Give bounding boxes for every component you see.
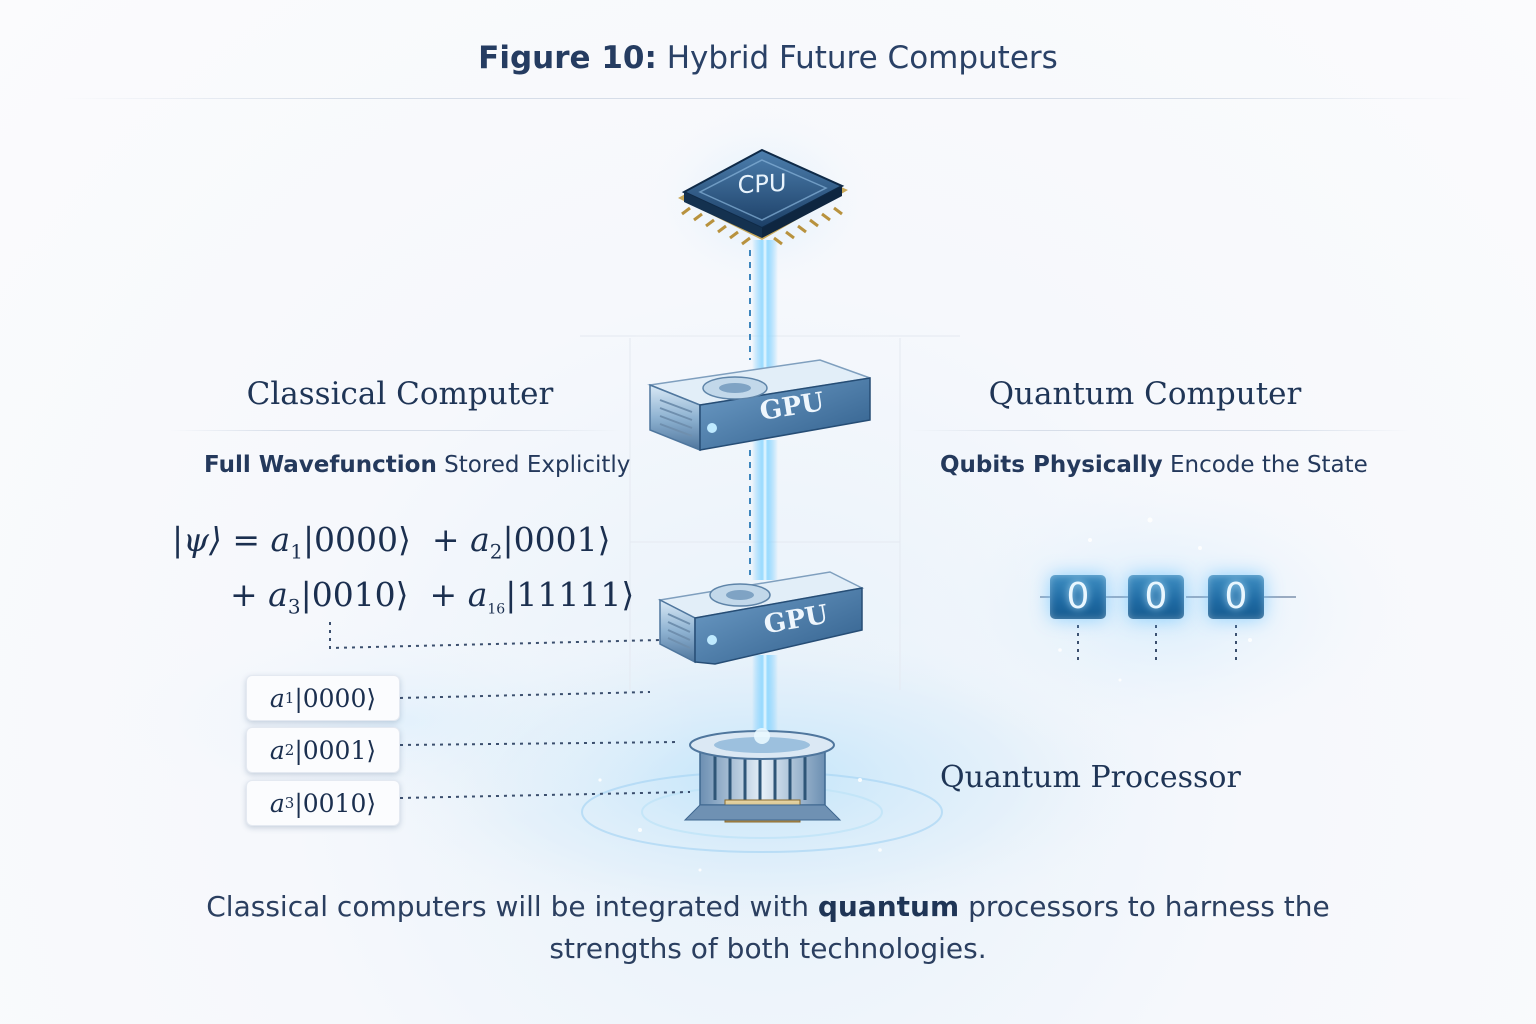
coef-symbol: a bbox=[467, 575, 488, 614]
qubit: 0 bbox=[1208, 575, 1264, 619]
coef-sub: 1 bbox=[284, 689, 295, 707]
classical-subtitle-bold: Full Wavefunction bbox=[204, 452, 437, 478]
coef-symbol: a bbox=[269, 683, 285, 713]
caption-part-2: processors to harness the bbox=[959, 890, 1330, 923]
figure-title-text: Hybrid Future Computers bbox=[666, 40, 1058, 76]
classical-subtitle: Full Wavefunction Stored Explicitly bbox=[204, 452, 630, 478]
quantum-heading: Quantum Computer bbox=[988, 376, 1302, 412]
caption-bold: quantum bbox=[817, 890, 960, 923]
plus-sign: + bbox=[431, 520, 460, 559]
coef-sub: 2 bbox=[489, 539, 503, 564]
coef-sub: 16 bbox=[487, 601, 506, 618]
coef-sub: 3 bbox=[287, 594, 301, 619]
classical-subtitle-rest: Stored Explicitly bbox=[436, 452, 631, 478]
classical-heading: Classical Computer bbox=[246, 376, 554, 412]
quantum-divider bbox=[910, 430, 1410, 431]
plus-sign: + bbox=[429, 575, 458, 614]
ket: |0001⟩ bbox=[294, 735, 377, 765]
figure-label: Figure 10: bbox=[478, 40, 657, 76]
gpu-bottom-icon bbox=[657, 571, 865, 665]
quantum-processor-icon bbox=[581, 728, 943, 853]
coef-symbol: a bbox=[268, 575, 288, 614]
quantum-processor-label: Quantum Processor bbox=[940, 760, 1241, 795]
coef-symbol: a bbox=[269, 735, 285, 765]
coef-symbol: a bbox=[270, 520, 291, 559]
quantum-subtitle: Qubits Physically Encode the State bbox=[940, 452, 1368, 478]
coef-sub: 1 bbox=[290, 539, 303, 564]
cpu-label: CPU bbox=[737, 168, 787, 200]
gpu-top-icon bbox=[647, 359, 871, 452]
classical-divider bbox=[170, 430, 620, 431]
quantum-subtitle-bold: Qubits Physically bbox=[940, 452, 1163, 478]
qubit: 0 bbox=[1128, 575, 1184, 619]
qubit: 0 bbox=[1050, 575, 1106, 619]
ket: |0000⟩ bbox=[302, 520, 411, 559]
wavefunction-equation-line-1: |ψ⟩ = a1|0000⟩ + a2|0001⟩ bbox=[172, 520, 610, 564]
wavefunction-equation-line-2: + a3|0010⟩ + a16|11111⟩ bbox=[230, 575, 634, 619]
ket: |0001⟩ bbox=[502, 520, 611, 559]
caption-line-2: strengths of both technologies. bbox=[549, 932, 987, 965]
cpu-chip-icon bbox=[678, 148, 848, 246]
coef-sub: 2 bbox=[284, 741, 295, 759]
figure-title: Figure 10: Hybrid Future Computers bbox=[0, 40, 1536, 76]
ket: |0000⟩ bbox=[294, 683, 377, 713]
ket: |11111⟩ bbox=[505, 575, 635, 614]
plus-sign: + bbox=[230, 575, 258, 614]
coef-sub: 3 bbox=[284, 794, 295, 812]
psi-term: |ψ⟩ = bbox=[172, 520, 271, 559]
ket: |0010⟩ bbox=[294, 788, 377, 818]
coef-symbol: a bbox=[470, 520, 490, 559]
ket: |0010⟩ bbox=[300, 575, 409, 614]
figure-caption: Classical computers will be integrated w… bbox=[0, 886, 1536, 970]
quantum-subtitle-rest: Encode the State bbox=[1162, 452, 1368, 478]
caption-part-1: Classical computers will be integrated w… bbox=[206, 890, 818, 923]
title-divider bbox=[60, 98, 1476, 99]
coef-symbol: a bbox=[269, 788, 285, 818]
